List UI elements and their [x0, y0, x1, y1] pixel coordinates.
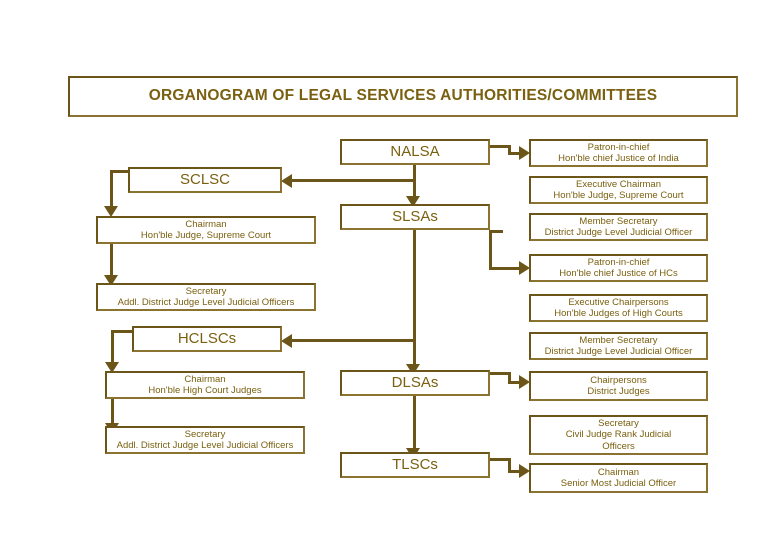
- connector-slsas-officer-b: [489, 230, 492, 270]
- nalsa-officer-executive-chairman[interactable]: Executive Chairman Hon'ble Judge, Suprem…: [529, 176, 708, 204]
- node-dlsas[interactable]: DLSAs: [340, 370, 490, 396]
- connector-dlsas-officer-a: [489, 372, 511, 375]
- sclsc-officer-secretary[interactable]: Secretary Addl. District Judge Level Jud…: [96, 283, 316, 311]
- connector-sclsc-chairman-b: [110, 170, 132, 173]
- connector-dlsas-officer-b: [508, 372, 511, 384]
- connector-slsas-officer-c: [489, 267, 523, 270]
- arrowhead-nalsa-to-slsas: [406, 196, 420, 207]
- page-title: ORGANOGRAM OF LEGAL SERVICES AUTHORITIES…: [68, 76, 738, 117]
- arrowhead-slsas-to-dlsas: [406, 364, 420, 375]
- connector-nalsa-officer-c: [508, 152, 523, 155]
- nalsa-officer-patron-in-chief[interactable]: Patron-in-chief Hon'ble chief Justice of…: [529, 139, 708, 167]
- connector-dlsas-officer-c: [508, 381, 523, 384]
- dlsas-officer-chairpersons[interactable]: Chairpersons District Judges: [529, 371, 708, 401]
- connector-slsas-officer-a: [489, 230, 503, 233]
- connector-tlscs-officer-c: [508, 470, 523, 473]
- connector-hclscs-chairman-b: [111, 330, 137, 333]
- connector-dlsas-to-tlscs: [413, 396, 416, 454]
- arrowhead-hclscs-chairman: [105, 362, 119, 373]
- connector-tlscs-officer-a: [489, 458, 511, 461]
- arrowhead-nalsa-officer: [519, 146, 530, 160]
- arrowhead-sclsc-secretary: [104, 275, 118, 286]
- connector-tlscs-officer-b: [508, 458, 511, 473]
- node-nalsa[interactable]: NALSA: [340, 139, 490, 165]
- connector-sclsc-secretary: [110, 243, 113, 281]
- sclsc-officer-chairman[interactable]: Chairman Hon'ble Judge, Supreme Court: [96, 216, 316, 244]
- arrowhead-nalsa-to-sclsc: [281, 174, 292, 188]
- node-hclscs[interactable]: HCLSCs: [132, 326, 282, 352]
- connector-slsas-to-hclscs: [288, 339, 416, 342]
- slsas-officer-executive-chairpersons[interactable]: Executive Chairpersons Hon'ble Judges of…: [529, 294, 708, 322]
- connector-sclsc-chairman-a: [110, 170, 113, 214]
- connector-hclscs-secretary: [111, 399, 114, 429]
- connector-hclscs-chairman-a: [111, 330, 114, 368]
- connector-nalsa-officer-b: [508, 145, 511, 154]
- connector-slsas-to-dlsas: [413, 230, 416, 370]
- connector-nalsa-officer-a: [489, 145, 511, 148]
- arrowhead-slsas-officer: [519, 261, 530, 275]
- arrowhead-slsas-to-hclscs: [281, 334, 292, 348]
- connector-nalsa-to-slsas: [413, 164, 416, 202]
- arrowhead-dlsas-officer: [519, 375, 530, 389]
- slsas-officer-patron-in-chief[interactable]: Patron-in-chief Hon'ble chief Justice of…: [529, 254, 708, 282]
- hclscs-officer-chairman[interactable]: Chairman Hon'ble High Court Judges: [105, 371, 305, 399]
- dlsas-officer-secretary[interactable]: Secretary Civil Judge Rank Judicial Offi…: [529, 415, 708, 455]
- hclscs-officer-secretary[interactable]: Secretary Addl. District Judge Level Jud…: [105, 426, 305, 454]
- node-sclsc[interactable]: SCLSC: [128, 167, 282, 193]
- node-tlscs[interactable]: TLSCs: [340, 452, 490, 478]
- connector-nalsa-to-sclsc: [288, 179, 416, 182]
- tlscs-officer-chairman[interactable]: Chairman Senior Most Judicial Officer: [529, 463, 708, 493]
- node-slsas[interactable]: SLSAs: [340, 204, 490, 230]
- arrowhead-tlscs-officer: [519, 464, 530, 478]
- arrowhead-sclsc-chairman: [104, 206, 118, 217]
- slsas-officer-member-secretary[interactable]: Member Secretary District Judge Level Ju…: [529, 332, 708, 360]
- nalsa-officer-member-secretary[interactable]: Member Secretary District Judge Level Ju…: [529, 213, 708, 241]
